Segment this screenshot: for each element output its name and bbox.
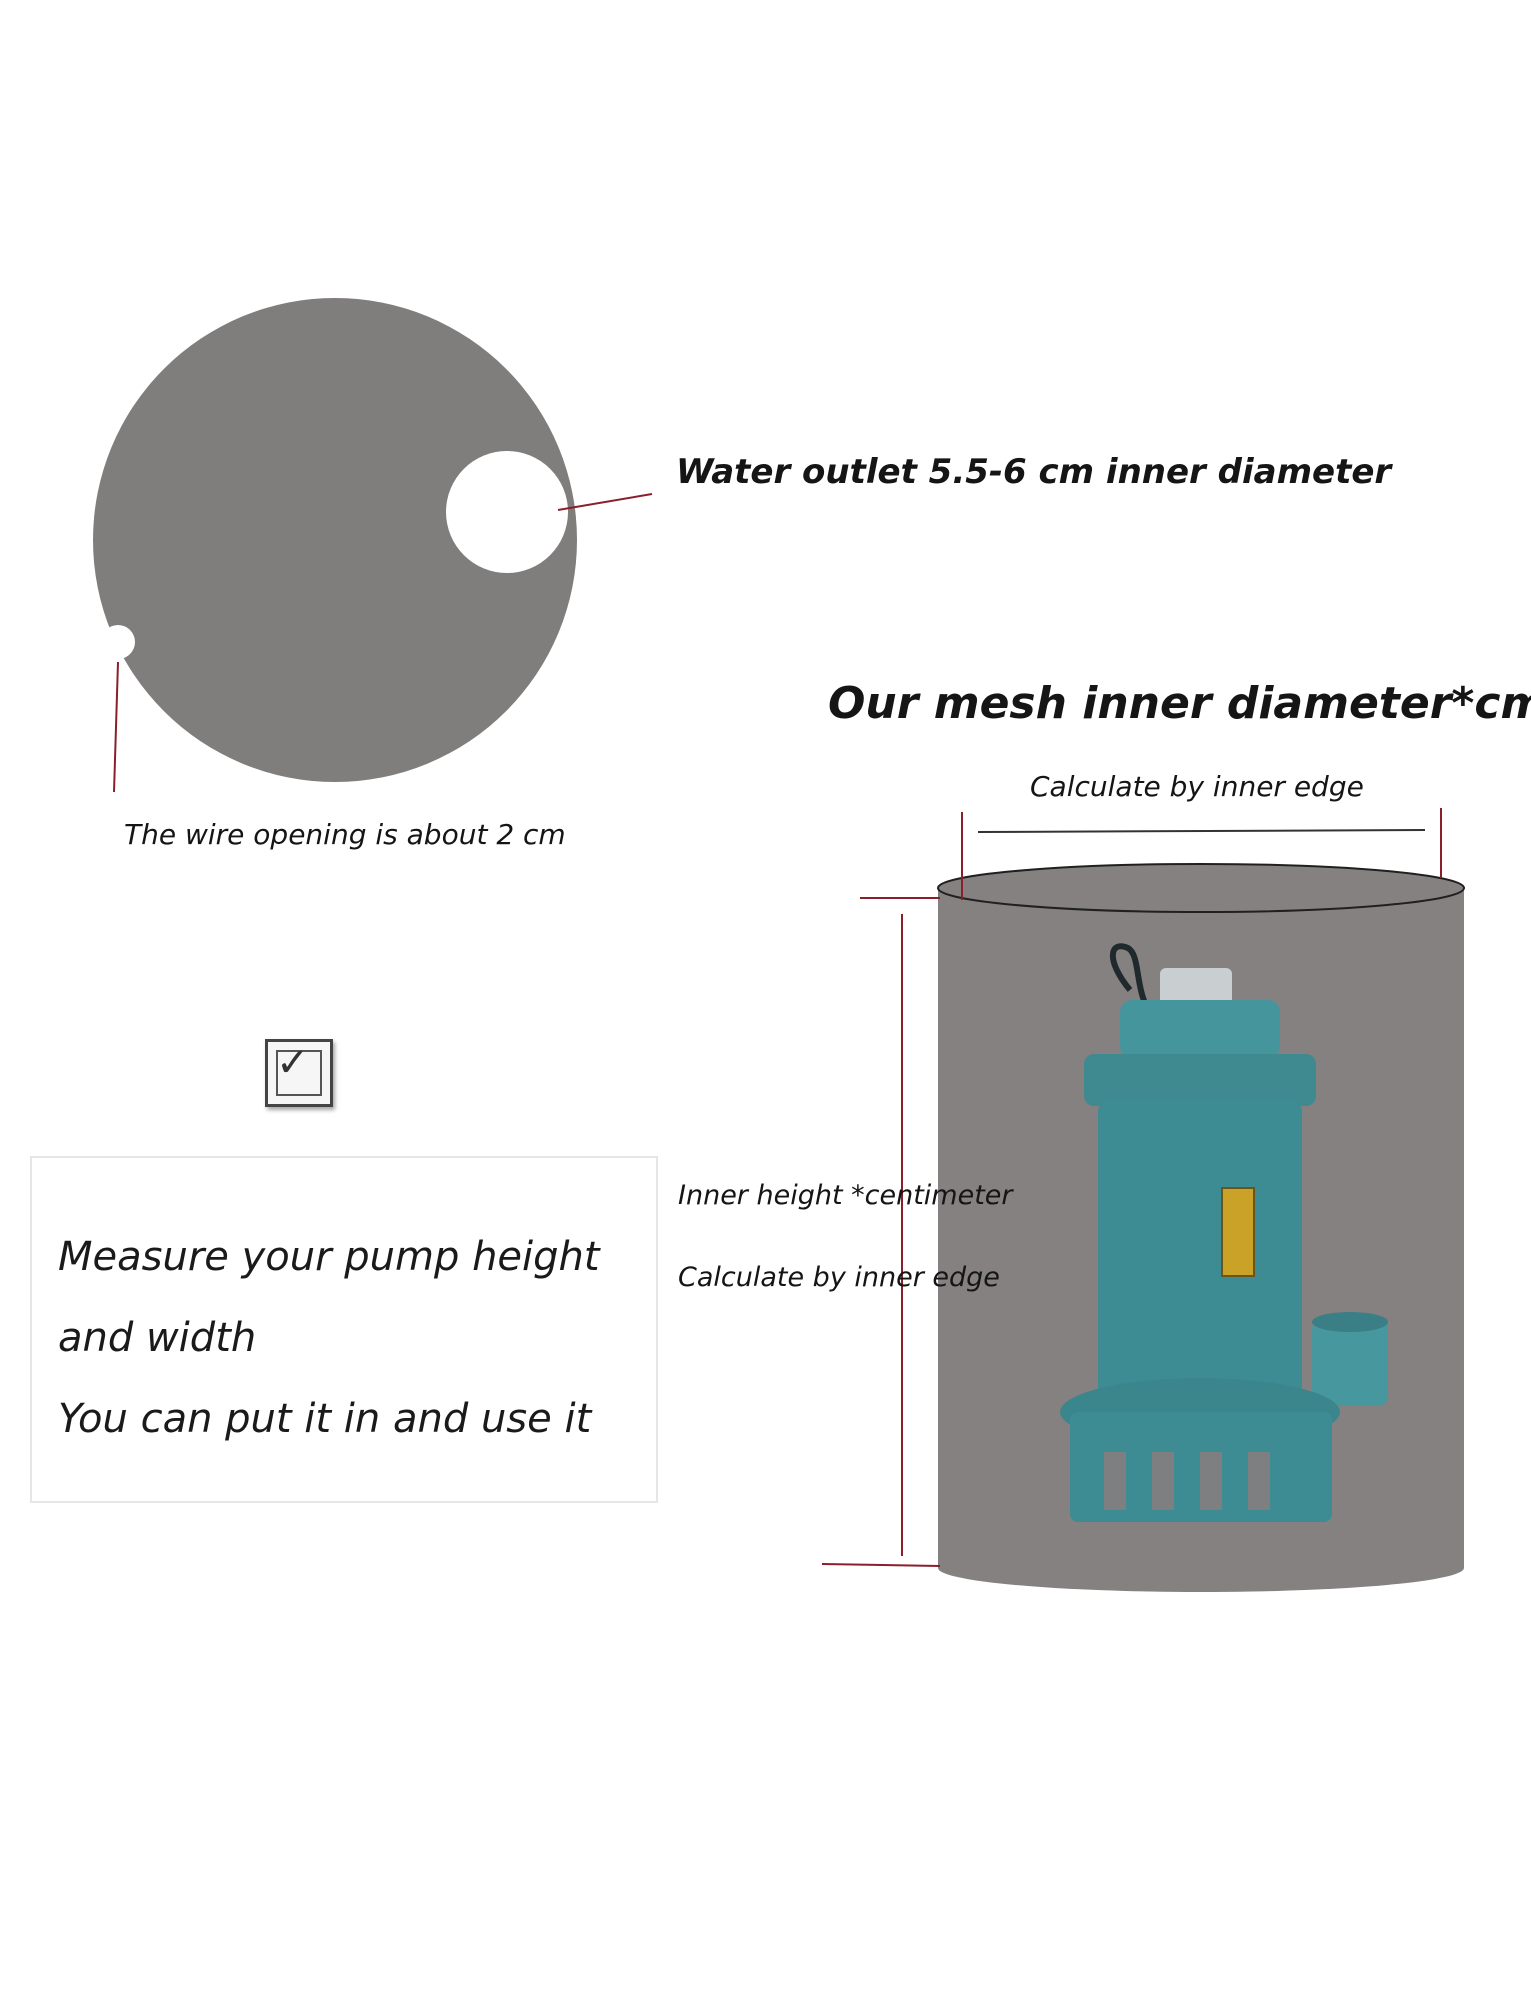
pump-handle bbox=[1160, 968, 1232, 1008]
checkmark-icon: ✓ bbox=[276, 1040, 310, 1086]
pump-foot-gap-4 bbox=[1248, 1452, 1270, 1510]
mesh-cylinder-diagram bbox=[821, 808, 1465, 1592]
water-outlet-label: Water outlet 5.5-6 cm inner diameter bbox=[676, 452, 1392, 492]
pump-body bbox=[1098, 1100, 1302, 1400]
pump-nameplate bbox=[1221, 1187, 1255, 1277]
inner-height-label: Inner height *centimeter bbox=[678, 1180, 1013, 1211]
pump-outlet-top bbox=[1312, 1312, 1388, 1332]
wire-opening-label: The wire opening is about 2 cm bbox=[124, 818, 566, 851]
instruction-card: Measure your pump height and width You c… bbox=[30, 1156, 658, 1503]
checkbox-icon: ✓ bbox=[265, 1039, 333, 1107]
water-outlet-hole bbox=[446, 451, 568, 573]
instruction-line-1: Measure your pump height bbox=[58, 1234, 600, 1280]
wire-opening-leader bbox=[113, 661, 119, 793]
lid-disc bbox=[93, 298, 577, 782]
pump-foot-gap-3 bbox=[1200, 1452, 1222, 1510]
instruction-line-3: You can put it in and use it bbox=[58, 1396, 592, 1442]
pump-cable bbox=[1109, 943, 1151, 1012]
lid-diagram bbox=[93, 298, 653, 793]
mesh-diameter-title: Our mesh inner diameter*cm bbox=[828, 678, 1531, 729]
pump-foot-gap-1 bbox=[1104, 1452, 1126, 1510]
checkbox-inner-frame bbox=[276, 1050, 322, 1096]
pump-illustration bbox=[1060, 943, 1388, 1522]
height-tick-bottom bbox=[821, 1563, 941, 1567]
cylinder-top-rim bbox=[937, 863, 1465, 913]
pump-foot-gap-2 bbox=[1152, 1452, 1174, 1510]
instruction-line-2: and width bbox=[58, 1315, 257, 1361]
pump-collar bbox=[1084, 1054, 1316, 1106]
calculate-height-label: Calculate by inner edge bbox=[678, 1262, 1000, 1293]
calculate-width-label: Calculate by inner edge bbox=[1030, 770, 1364, 803]
width-dimension-line bbox=[977, 829, 1426, 833]
water-outlet-leader bbox=[557, 493, 653, 511]
pump-cap bbox=[1120, 1000, 1280, 1058]
cylinder-bottom bbox=[938, 1544, 1464, 1592]
wire-opening-hole bbox=[101, 625, 135, 659]
pump-outlet-pipe bbox=[1312, 1320, 1388, 1406]
